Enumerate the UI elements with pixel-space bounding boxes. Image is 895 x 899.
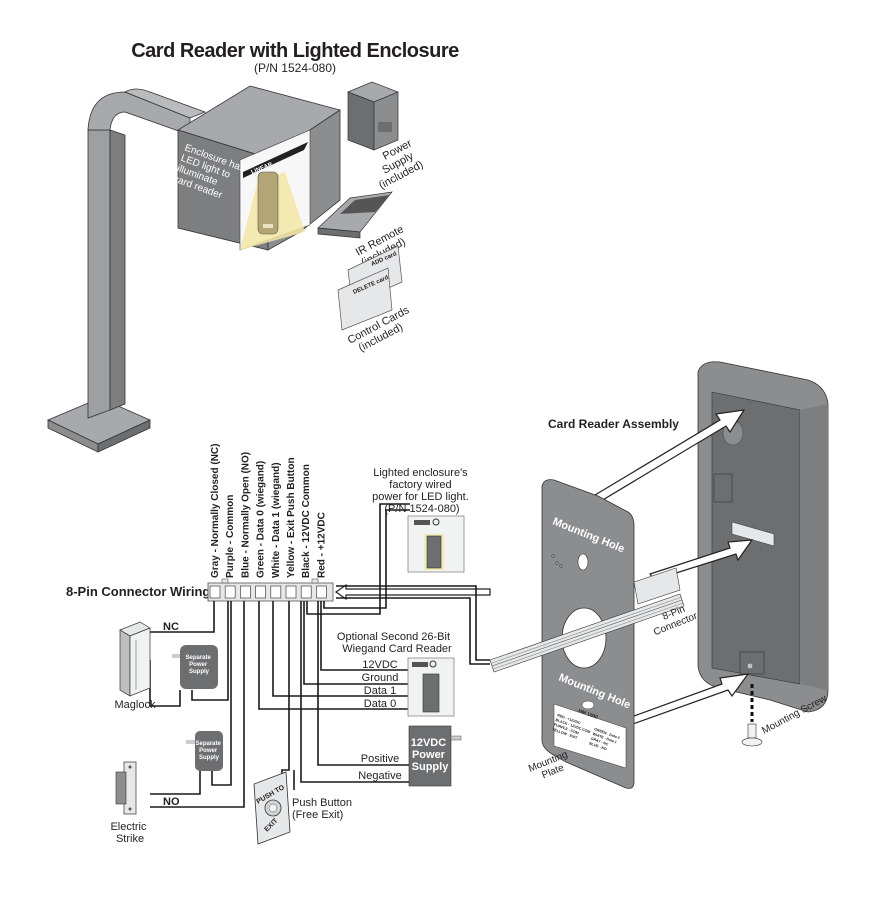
connector-pin-slot <box>209 585 221 599</box>
pin-label: Purple - Common <box>225 495 236 578</box>
mounting-plate-label: Mounting Plate <box>527 748 576 785</box>
pin-labels: Gray - Normally Closed (NC) Purple - Comm… <box>210 444 327 578</box>
lighted-enclosure-note: Lighted enclosure's factory wired power … <box>372 467 472 515</box>
connector-pin-slot <box>240 585 251 599</box>
connector-pin-slot <box>255 585 266 599</box>
maglock-nc-label: NC <box>163 621 179 633</box>
svg-text:Separate Power Sup: Separate Power Supply <box>185 655 212 675</box>
mounting-screw <box>741 684 763 747</box>
strike-no-label: NO <box>163 796 180 808</box>
second-card-reader <box>407 657 455 717</box>
svg-text:Separate Power Sup: Separate Power Supply <box>195 741 222 761</box>
wire-label-negative: Negative <box>358 770 401 782</box>
wire-label-12vdc: 12VDC <box>362 659 398 671</box>
pin-label: White - Data 1 (wiegand) <box>271 462 282 578</box>
card-reader-unit <box>257 171 279 235</box>
assembly-title: Card Reader Assembly <box>548 417 679 431</box>
assembly-arrow-top <box>589 409 746 505</box>
pin-label: Blue - Normally Open (NO) <box>240 452 251 578</box>
connector-pin-slot <box>285 585 297 599</box>
push-button-label: Push Button (Free Exit) <box>292 797 355 821</box>
maglock-label: Maglock <box>115 699 156 711</box>
connector-title: 8-Pin Connector Wiring <box>66 584 210 599</box>
connector-arrow <box>334 583 491 601</box>
part-number: (P/N 1524-080) <box>254 61 336 75</box>
maglock-power-supply: Separate Power Supply <box>172 645 218 689</box>
connector-pin-slot <box>224 585 236 599</box>
pin-label: Green - Data 0 (wiegand) <box>256 461 267 578</box>
second-reader-title: Optional Second 26-Bit Wiegand Card Read… <box>337 631 453 655</box>
ribbon-cable <box>489 567 685 673</box>
wire-label-data1: Data 1 <box>364 685 396 697</box>
wire-label-positive: Positive <box>361 753 400 765</box>
connector-pin-slot <box>270 585 282 599</box>
svg-text:12VDC Power Supply: 12VDC Power Supply <box>411 737 450 773</box>
push-button-device: PUSH TO EXIT <box>253 771 291 845</box>
electric-strike-label: Electric Strike <box>110 821 149 845</box>
pin-label: Black - 12VDC Common <box>301 464 312 578</box>
connector-pin-slot <box>316 585 327 599</box>
reader-housing <box>697 361 829 713</box>
enclosure-reader-small <box>407 515 465 573</box>
pin-label: Yellow - Exit Push Button <box>286 457 297 578</box>
diagram-title: Card Reader with Lighted Enclosure <box>131 40 459 62</box>
pin-label: Red - +12VDC <box>316 512 327 578</box>
control-cards: ADD card DELETE card Control Cards (incl… <box>337 245 412 354</box>
power-supply-12vdc: 12VDC Power Supply <box>408 725 462 787</box>
wire-label-data0: Data 0 <box>364 698 396 710</box>
lighted-enclosure: LINEAR Enclosure has LED light to illumi… <box>172 85 341 251</box>
eight-pin-connector <box>207 578 334 602</box>
power-supply-included: Power Supply (included) <box>347 81 425 192</box>
electric-strike-device <box>115 761 137 815</box>
strike-power-supply: Separate Power Supply <box>186 731 223 771</box>
second-reader-wire-labels: 12VDC Ground Data 1 Data 0 <box>362 659 399 710</box>
maglock-device <box>119 621 151 697</box>
wiring <box>149 503 490 808</box>
pin-label: Gray - Normally Closed (NC) <box>210 444 221 578</box>
wire-label-ground: Ground <box>362 672 399 684</box>
assembly-arrow-bottom <box>611 673 750 731</box>
post-stand <box>47 88 207 453</box>
connector-pin-slot <box>300 585 312 599</box>
